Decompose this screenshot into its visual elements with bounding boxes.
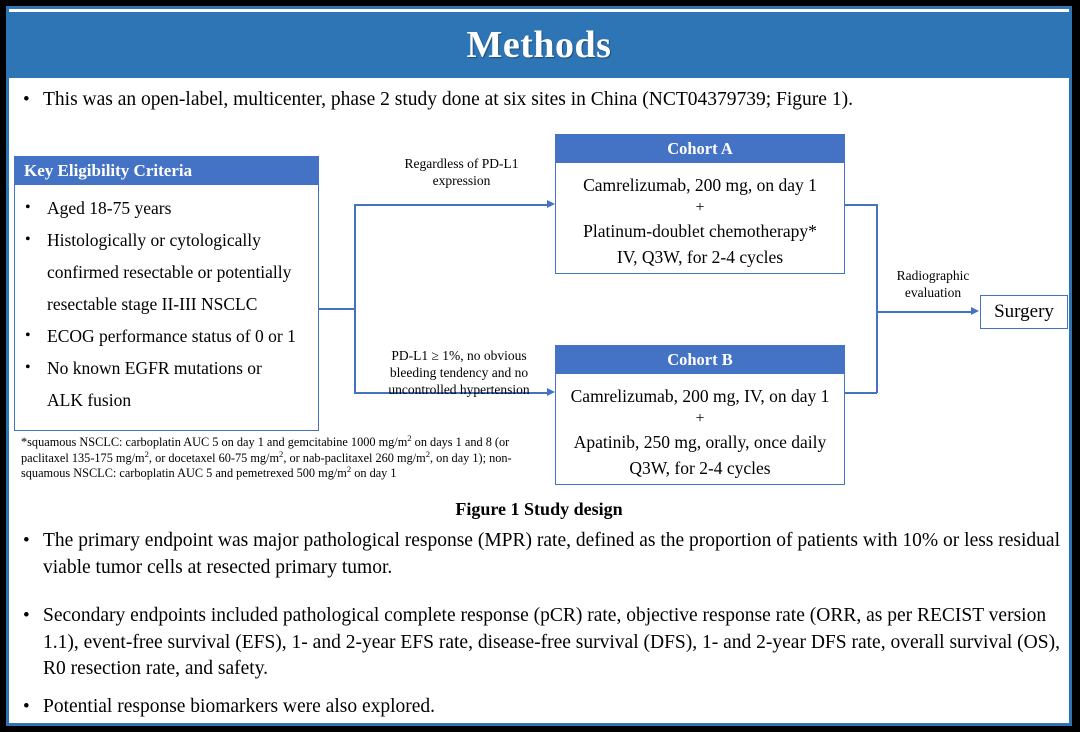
list-item: • Aged 18-75 years [21, 193, 312, 223]
secondary-endpoint-bullet: • Secondary endpoints included pathologi… [23, 603, 1063, 683]
cohort-a-line: IV, Q3W, for 2-4 cycles [616, 247, 784, 267]
connector-split-spine [354, 204, 356, 393]
branch-label-line: uncontrolled hypertension [388, 382, 530, 397]
connector-cohort-a-out [845, 204, 877, 206]
eligibility-item-text: Aged 18-75 years [47, 198, 172, 218]
secondary-endpoint-text: Secondary endpoints included pathologica… [43, 605, 1060, 679]
connector-cohort-b-out [845, 392, 877, 394]
cohort-b-branch-label: PD-L1 ≥ 1%, no obvious bleeding tendency… [361, 347, 557, 398]
bullet-marker: • [23, 530, 30, 551]
study-design-diagram: Key Eligibility Criteria • Aged 18-75 ye… [9, 119, 1069, 519]
eligibility-item-text: resectable stage II-III NSCLC [47, 294, 258, 314]
connector-to-surgery [876, 311, 972, 313]
surgery-box: Surgery [980, 295, 1068, 329]
eligibility-header: Key Eligibility Criteria [15, 157, 318, 185]
slide-accent-frame [6, 6, 1072, 726]
list-item-continuation: confirmed resectable or potentially [21, 257, 312, 287]
cohort-b-line: Apatinib, 250 mg, orally, once daily [573, 432, 827, 452]
biomarker-text: Potential response biomarkers were also … [43, 696, 436, 717]
figure-caption: Figure 1 Study design [455, 499, 623, 519]
eligibility-item-text: ALK fusion [47, 390, 132, 410]
cohort-b-header: Cohort B [556, 346, 844, 374]
figure-footnote: *squamous NSCLC: carboplatin AUC 5 on da… [21, 432, 549, 482]
eligibility-item-text: No known EGFR mutations or [47, 358, 262, 378]
slide-title-banner: Methods [9, 12, 1069, 78]
primary-endpoint-bullet: • The primary endpoint was major patholo… [23, 528, 1063, 581]
primary-endpoint-text: The primary endpoint was major pathologi… [43, 530, 1060, 578]
bullet-marker: • [25, 327, 31, 344]
cohort-b-body: Camrelizumab, 200 mg, IV, on day 1 + Apa… [556, 374, 844, 487]
eligibility-item-text: confirmed resectable or potentially [47, 262, 292, 282]
branch-label-line: bleeding tendency and no [389, 365, 529, 380]
intro-bullet-text: This was an open-label, multicenter, pha… [43, 89, 853, 110]
cohort-a-branch-label: Regardless of PD-L1 expression [369, 155, 554, 189]
cohort-a-line: Platinum-doublet chemotherapy* [583, 221, 817, 241]
cohort-b-line: Q3W, for 2-4 cycles [629, 458, 771, 478]
cohort-b-line: Camrelizumab, 200 mg, IV, on day 1 [570, 386, 830, 406]
eligibility-item-text: Histologically or cytologically [47, 230, 261, 250]
connector-eligibility-stub [319, 308, 355, 310]
outcome-branch-label: Radiographic evaluation [885, 267, 981, 301]
footnote-line: paclitaxel 135-175 mg/m2, or docetaxel 6… [21, 448, 512, 465]
arrow-to-cohort-b [547, 388, 555, 396]
cohort-b-line: + [695, 410, 705, 427]
list-item: • ECOG performance status of 0 or 1 [21, 321, 312, 351]
bullet-marker: • [23, 89, 30, 110]
connector-to-cohort-a [354, 204, 547, 206]
connector-merge-spine [876, 204, 878, 393]
branch-label-line: PD-L1 ≥ 1%, no obvious [391, 348, 527, 363]
eligibility-item-text: ECOG performance status of 0 or 1 [47, 326, 296, 346]
surgery-label: Surgery [994, 301, 1054, 322]
bullet-marker: • [25, 359, 31, 376]
eligibility-body: • Aged 18-75 years • Histologically or c… [15, 185, 318, 415]
cohort-b-box: Cohort B Camrelizumab, 200 mg, IV, on da… [555, 345, 845, 485]
footnote-line: *squamous NSCLC: carboplatin AUC 5 on da… [21, 432, 510, 449]
intro-bullet: • This was an open-label, multicenter, p… [23, 87, 1058, 114]
cohort-a-line: + [695, 199, 705, 216]
list-item-continuation: resectable stage II-III NSCLC [21, 289, 312, 319]
cohort-a-line: Camrelizumab, 200 mg, on day 1 [583, 175, 817, 195]
list-item-continuation: ALK fusion [21, 385, 312, 415]
biomarker-bullet: • Potential response biomarkers were als… [23, 694, 1063, 721]
bullet-marker: • [23, 696, 30, 717]
list-item: • Histologically or cytologically [21, 225, 312, 255]
branch-label-line: expression [432, 173, 491, 188]
arrow-to-cohort-a [547, 200, 555, 208]
slide-canvas: Methods • This was an open-label, multic… [9, 9, 1069, 723]
eligibility-criteria-box: Key Eligibility Criteria • Aged 18-75 ye… [14, 156, 319, 431]
page-title: Methods [466, 24, 612, 66]
connector-to-cohort-b [354, 392, 547, 394]
branch-label-line: Radiographic [896, 268, 970, 283]
branch-label-line: Regardless of PD-L1 [404, 156, 519, 171]
branch-label-line: evaluation [904, 285, 962, 300]
cohort-a-header: Cohort A [556, 135, 844, 163]
list-item: • No known EGFR mutations or [21, 353, 312, 383]
cohort-a-body: Camrelizumab, 200 mg, on day 1 + Platinu… [556, 163, 844, 276]
bullet-marker: • [25, 231, 31, 248]
cohort-a-box: Cohort A Camrelizumab, 200 mg, on day 1 … [555, 134, 845, 274]
footnote-line: squamous NSCLC: carboplatin AUC 5 and pe… [21, 463, 397, 480]
bullet-marker: • [23, 605, 30, 626]
bullet-marker: • [25, 199, 31, 216]
arrow-to-surgery [971, 307, 979, 315]
